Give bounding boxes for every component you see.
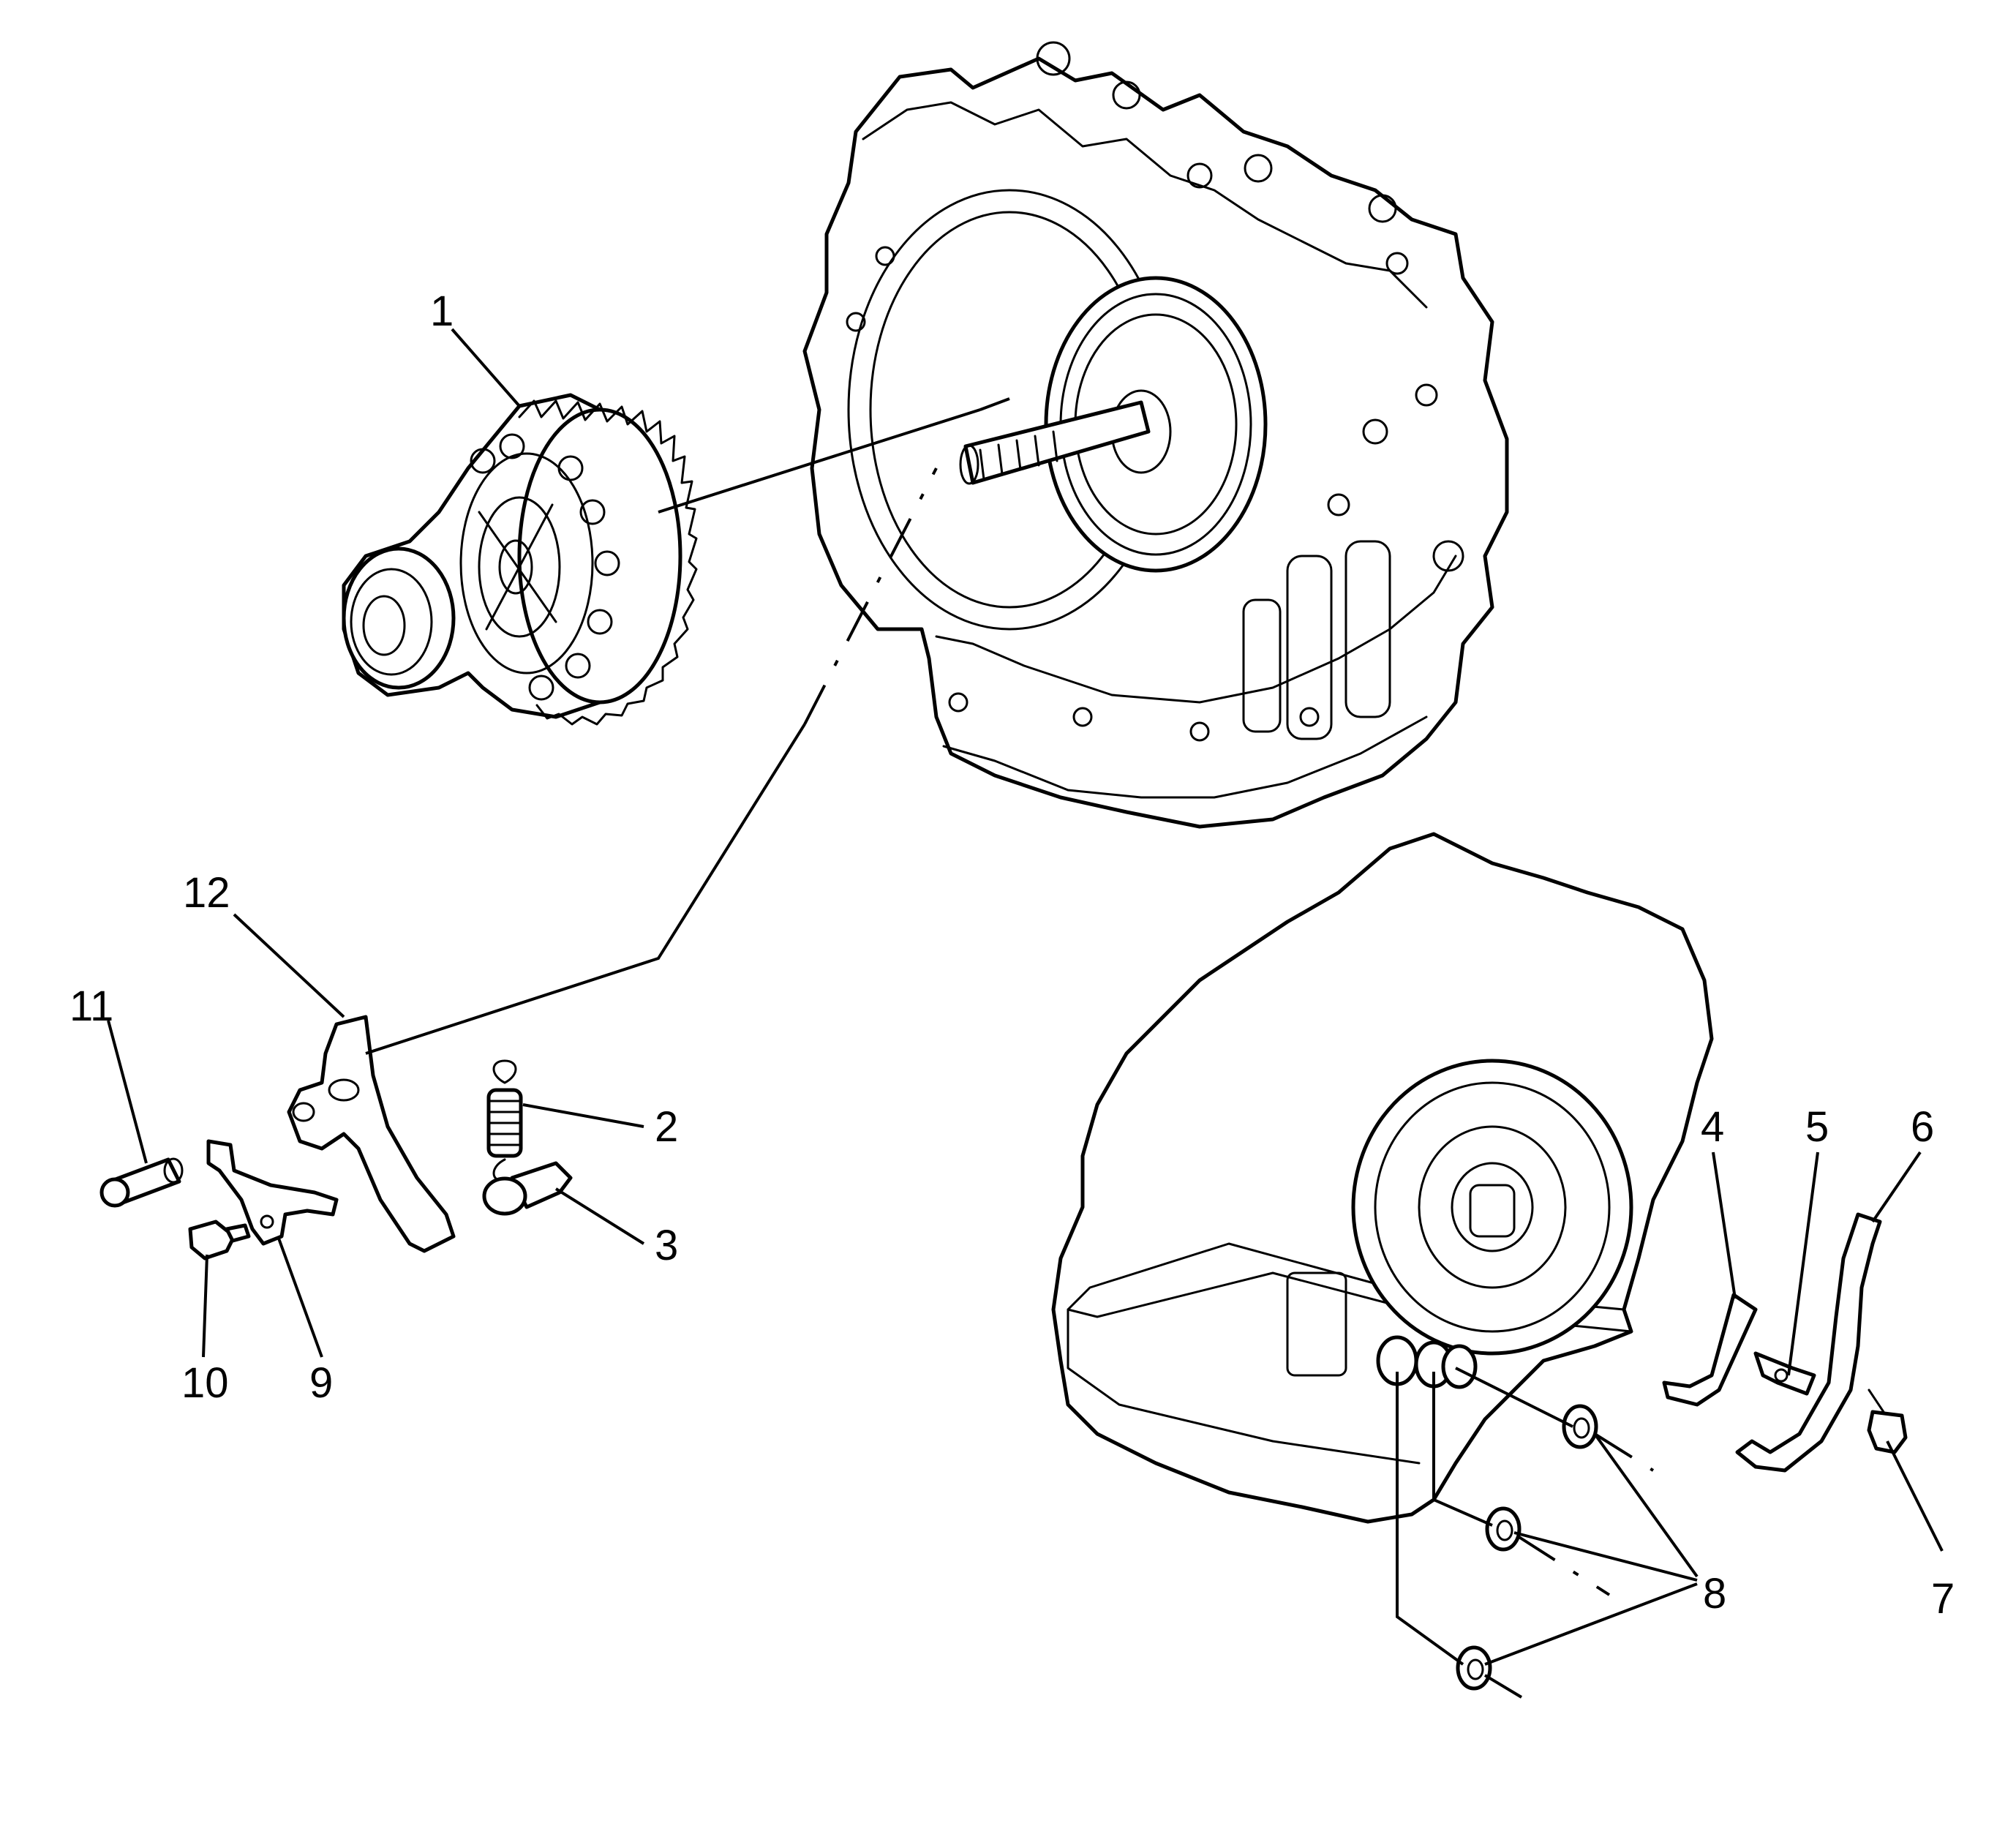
seals-part-8 <box>1456 1404 1598 1691</box>
bolt-part-7 <box>1867 1389 1908 1454</box>
callout-2: 2 <box>655 1103 678 1151</box>
pipe-part-6 <box>1735 1212 1882 1473</box>
leader-lines <box>107 328 1944 1699</box>
callout-labels: 1 2 3 4 5 6 7 8 9 10 11 12 <box>69 288 1955 1623</box>
callout-11: 11 <box>69 982 113 1030</box>
differential-assembly <box>342 393 698 726</box>
callout-8: 8 <box>1703 1570 1726 1618</box>
callout-3: 3 <box>655 1222 678 1269</box>
callout-7: 7 <box>1931 1575 1955 1623</box>
callout-1: 1 <box>430 288 454 335</box>
callout-12: 12 <box>183 869 230 917</box>
callout-4: 4 <box>1701 1103 1724 1151</box>
pin-part-11 <box>99 1157 184 1208</box>
callout-9: 9 <box>309 1359 333 1407</box>
pin-part-3 <box>482 1161 573 1216</box>
clip-part-5 <box>1753 1351 1816 1396</box>
transaxle-case-upper <box>802 41 1509 829</box>
callout-10: 10 <box>181 1359 229 1407</box>
transaxle-case-lower <box>1051 832 1714 1524</box>
shift-lever-part-12 <box>287 1015 456 1253</box>
bracket-part-9 <box>206 1139 339 1246</box>
rod-part-4 <box>1662 1293 1758 1407</box>
callout-6: 6 <box>1911 1103 1934 1151</box>
bolt-part-10 <box>188 1220 251 1260</box>
spring-part-2 <box>486 1059 523 1183</box>
callout-5: 5 <box>1805 1103 1829 1151</box>
